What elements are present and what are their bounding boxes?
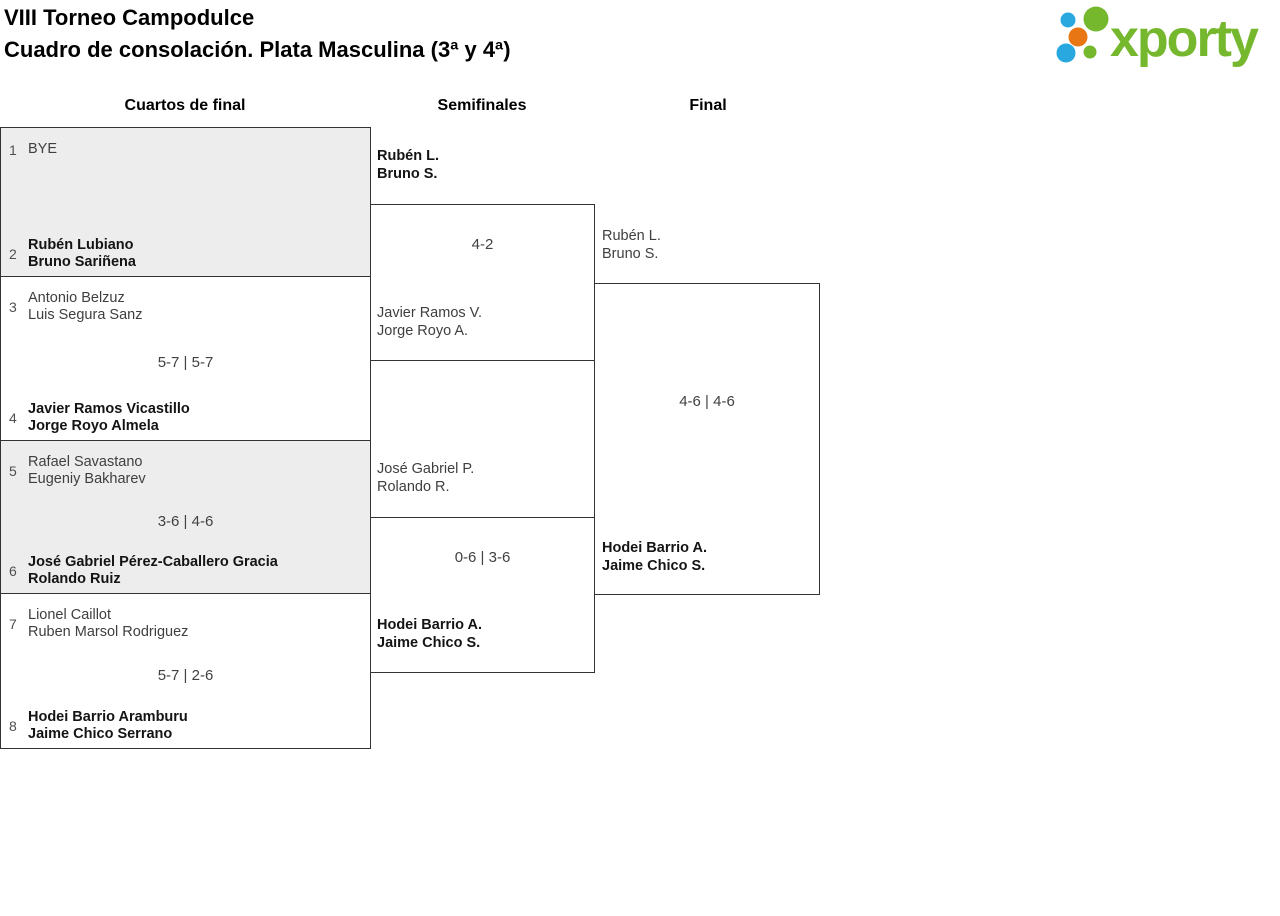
seed-number: 1 — [9, 141, 17, 158]
qf3-team-top: 5 Rafael Savastano Eugeniy Bakharev — [9, 454, 362, 488]
final-score: 4-6 | 4-6 — [679, 393, 735, 410]
qf3-score: 3-6 | 4-6 — [157, 512, 214, 530]
qf1-team-top: 1 BYE — [9, 141, 362, 158]
player-name: Bruno Sariñena — [28, 254, 136, 270]
sf2-team-top: José Gabriel P. Rolando R. — [377, 460, 474, 496]
seed-number: 8 — [9, 718, 17, 734]
sf-match-2-box — [370, 517, 595, 673]
player-name: BYE — [28, 141, 58, 157]
qf2-team-top: 3 Antonio Belzuz Luis Segura Sanz — [9, 290, 362, 324]
sf1-score: 4-2 — [471, 236, 494, 253]
player-name: Luis Segura Sanz — [28, 307, 143, 323]
sf-match-1-box — [370, 204, 595, 361]
seed-number: 6 — [9, 563, 17, 579]
player-name: Jaime Chico S. — [602, 558, 706, 574]
qf4-team-bottom: 8 Hodei Barrio Aramburu Jaime Chico Serr… — [9, 709, 362, 743]
player-name: José Gabriel Pérez-Caballero Gracia — [28, 554, 278, 570]
qf3-team-bottom: 6 José Gabriel Pérez-Caballero Gracia Ro… — [9, 554, 362, 588]
qf4-score: 5-7 | 2-6 — [157, 666, 214, 684]
qf-match-1: 1 BYE 2 Rubén Lubiano Bruno Sariñena — [0, 127, 371, 277]
qf-match-2: 3 Antonio Belzuz Luis Segura Sanz 5-7 | … — [0, 276, 371, 441]
team-names: Hodei Barrio Aramburu Jaime Chico Serran… — [28, 709, 188, 743]
sf2-score: 0-6 | 3-6 — [454, 549, 511, 566]
seed-number: 3 — [9, 299, 17, 315]
bracket-subtitle: Cuadro de consolación. Plata Masculina (… — [4, 37, 511, 62]
qf2-score: 5-7 | 5-7 — [157, 354, 214, 371]
page-title: VIII Torneo Campodulce Cuadro de consola… — [4, 2, 511, 66]
final-team-top: Rubén L. Bruno S. — [602, 227, 661, 263]
qf-match-4: 7 Lionel Caillot Ruben Marsol Rodriguez … — [0, 593, 371, 749]
player-name: Eugeniy Bakharev — [28, 471, 146, 487]
player-name: Rolando Ruiz — [28, 571, 121, 587]
xporty-wordmark: xporty — [1110, 10, 1259, 68]
team-names: José Gabriel Pérez-Caballero Gracia Rola… — [28, 554, 278, 588]
round-header-semifinals: Semifinales — [437, 97, 527, 114]
qf2-team-bottom: 4 Javier Ramos Vicastillo Jorge Royo Alm… — [9, 401, 362, 435]
team-names: Lionel Caillot Ruben Marsol Rodriguez — [28, 607, 188, 641]
player-name: Jaime Chico S. — [377, 635, 481, 651]
player-name: Rubén L. — [377, 148, 440, 164]
team-names: BYE — [28, 141, 57, 158]
player-name: Rafael Savastano — [28, 454, 143, 470]
player-name: Hodei Barrio A. — [602, 540, 708, 556]
seed-number: 7 — [9, 616, 17, 632]
qf4-team-top: 7 Lionel Caillot Ruben Marsol Rodriguez — [9, 607, 362, 641]
sf1-team-top: Rubén L. Bruno S. — [377, 147, 439, 183]
player-name: José Gabriel P. — [377, 461, 475, 477]
player-name: Javier Ramos V. — [377, 305, 483, 321]
team-names: Rafael Savastano Eugeniy Bakharev — [28, 454, 146, 488]
final-match-box — [594, 283, 820, 595]
team-names: Rubén Lubiano Bruno Sariñena — [28, 237, 136, 271]
player-name: Javier Ramos Vicastillo — [28, 401, 190, 417]
player-name: Rolando R. — [377, 479, 450, 495]
player-name: Lionel Caillot — [28, 607, 112, 623]
qf1-score — [9, 189, 362, 206]
player-name: Jorge Royo Almela — [28, 418, 159, 434]
seed-number: 2 — [9, 246, 17, 262]
tournament-name: VIII Torneo Campodulce — [4, 5, 255, 30]
team-names: Javier Ramos Vicastillo Jorge Royo Almel… — [28, 401, 190, 435]
round-header-final: Final — [689, 97, 727, 114]
qf1-team-bottom: 2 Rubén Lubiano Bruno Sariñena — [9, 237, 362, 271]
player-name: Antonio Belzuz — [28, 290, 125, 306]
player-name: Bruno S. — [602, 246, 659, 262]
player-name: Ruben Marsol Rodriguez — [28, 624, 189, 640]
player-name: Rubén Lubiano — [28, 237, 134, 253]
round-header-quarterfinals: Cuartos de final — [124, 97, 246, 114]
seed-number: 5 — [9, 463, 17, 479]
xporty-logo-dots — [1056, 6, 1109, 63]
qf-match-3: 5 Rafael Savastano Eugeniy Bakharev 3-6 … — [0, 440, 371, 594]
team-names: Antonio Belzuz Luis Segura Sanz — [28, 290, 142, 324]
player-name: Bruno S. — [377, 166, 438, 182]
player-name: Jaime Chico Serrano — [28, 726, 173, 742]
sf1-team-bottom: Javier Ramos V. Jorge Royo A. — [377, 304, 482, 340]
xporty-logo[interactable]: xporty — [1048, 0, 1280, 68]
player-name: Hodei Barrio Aramburu — [28, 709, 188, 725]
player-name: Rubén L. — [602, 228, 661, 244]
seed-number: 4 — [9, 410, 17, 426]
final-team-bottom: Hodei Barrio A. Jaime Chico S. — [602, 539, 707, 575]
sf2-team-bottom: Hodei Barrio A. Jaime Chico S. — [377, 616, 482, 652]
player-name: Jorge Royo A. — [377, 323, 469, 339]
player-name: Hodei Barrio A. — [377, 617, 483, 633]
